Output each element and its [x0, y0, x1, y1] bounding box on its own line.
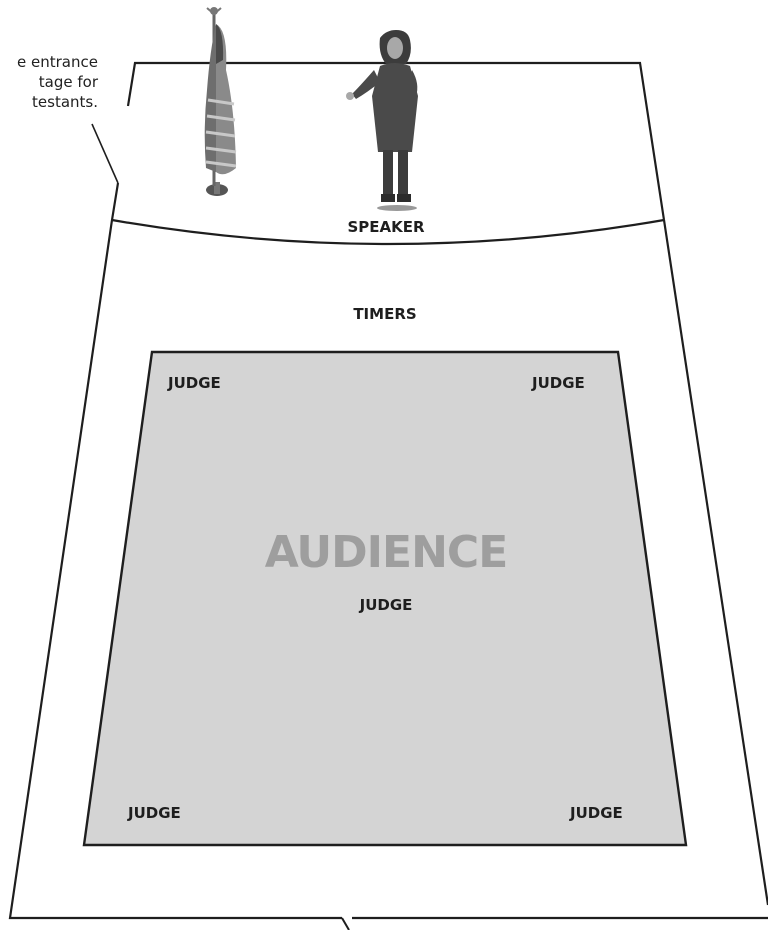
speaker-person-icon: [346, 30, 418, 211]
entrance-note-line: tage for: [38, 73, 98, 91]
speaker-label: SPEAKER: [347, 218, 425, 236]
timers-label: TIMERS: [353, 305, 417, 323]
judge-bottom-right-label: JUDGE: [570, 804, 623, 822]
room-outline: [8, 182, 768, 930]
audience-area: [82, 350, 688, 847]
american-flag-icon: [204, 7, 237, 196]
entrance-note-line: e entrance: [17, 53, 98, 71]
judge-top-right-label: JUDGE: [532, 374, 585, 392]
entrance-callout-line: [91, 123, 119, 184]
audience-label: AUDIENCE: [264, 527, 509, 578]
entrance-note-line: testants.: [32, 93, 98, 111]
judge-bottom-left-label: JUDGE: [128, 804, 181, 822]
judge-center-label: JUDGE: [359, 596, 413, 614]
judge-top-left-label: JUDGE: [168, 374, 221, 392]
